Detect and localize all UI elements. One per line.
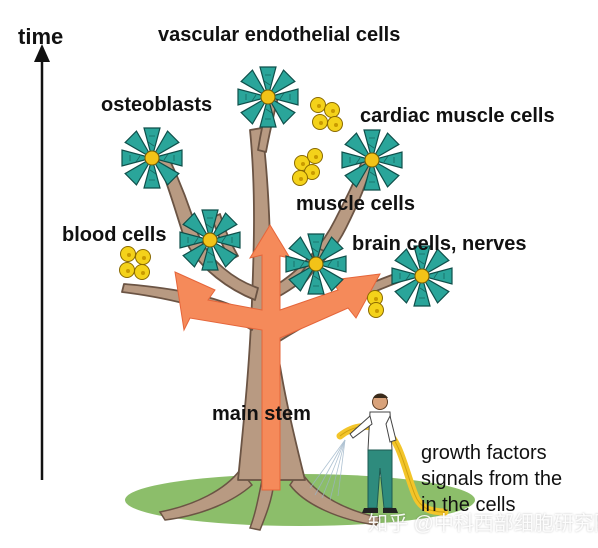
cell-cluster-blood [119, 246, 151, 280]
flower-blood [179, 209, 241, 271]
label-blood-cells: blood cells [62, 224, 167, 246]
label-growth-factors: growth factors signals from the in the c… [421, 440, 562, 518]
gardener-figure [349, 393, 398, 513]
cell-cluster-cardiac [310, 97, 343, 132]
label-main-stem: main stem [212, 403, 311, 425]
growth-arrows [174, 224, 381, 491]
label-brain-cells-nerves: brain cells, nerves [352, 233, 527, 255]
label-muscle-cells: muscle cells [296, 193, 415, 215]
label-osteoblasts: osteoblasts [101, 94, 213, 116]
time-axis-label: time [18, 24, 64, 49]
watermark: 知乎 @中科西部细胞研究院 [368, 513, 598, 535]
cell-cluster-brain [367, 290, 384, 318]
growth-line-2: signals from the [421, 468, 563, 490]
water-spray [309, 439, 346, 501]
growth-line-1: growth factors [421, 442, 547, 464]
flower-vascular [237, 66, 299, 128]
label-cardiac-muscle-cells: cardiac muscle cells [360, 105, 555, 127]
growth-line-3: in the cells [421, 494, 516, 516]
flower-muscle [285, 233, 347, 295]
cell-cluster-muscle [292, 148, 323, 186]
time-arrow [34, 44, 50, 480]
flower-cardiac [341, 129, 403, 191]
flower-osteoblasts [121, 127, 183, 189]
label-vascular-endothelial-cells: vascular endothelial cells [158, 24, 401, 46]
